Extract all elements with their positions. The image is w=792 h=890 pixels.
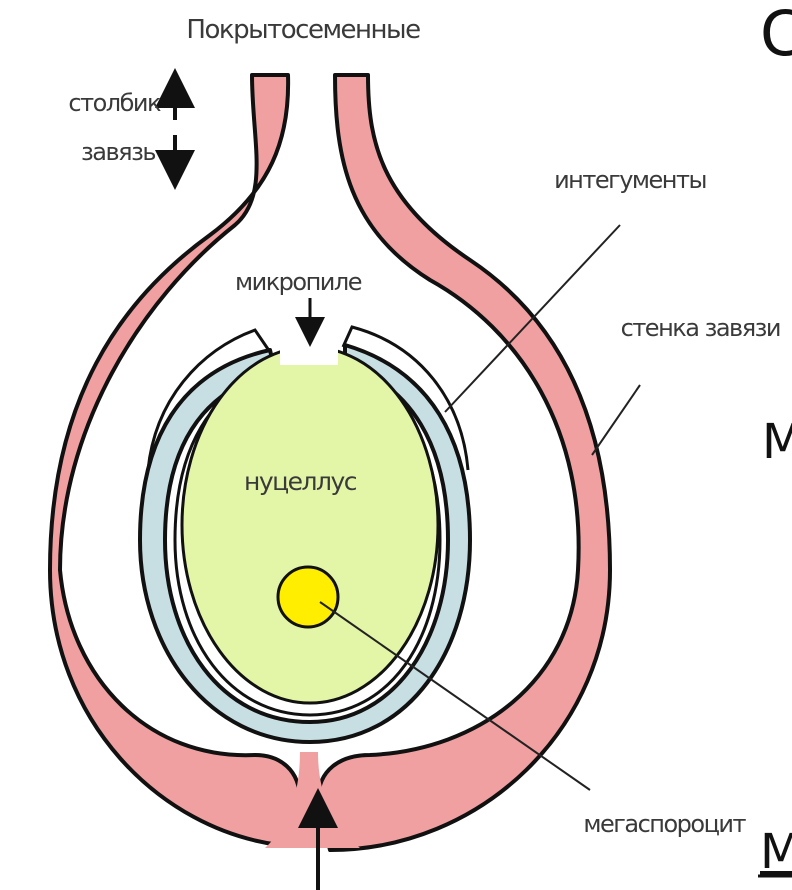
ovary-wall-pointer bbox=[592, 385, 640, 455]
nucellus bbox=[182, 347, 438, 703]
style-label: столбик bbox=[68, 89, 161, 117]
cropped-letter-top: С bbox=[760, 0, 792, 70]
megasporocyte-label: мегаспороцит bbox=[583, 810, 746, 838]
micropyle-label: микропиле bbox=[235, 268, 362, 296]
ovary-wall-label: стенка завязи bbox=[621, 314, 780, 342]
integuments-pointer bbox=[445, 225, 620, 412]
micropyle-gap bbox=[280, 345, 338, 365]
cropped-letter-mid: М bbox=[762, 414, 792, 470]
title-label: Покрытосеменные bbox=[186, 15, 420, 45]
integuments-label: интегументы bbox=[554, 166, 706, 194]
nucellus-label: нуцеллус bbox=[244, 467, 357, 496]
ovary-label: завязь bbox=[81, 138, 155, 166]
megasporocyte-cell bbox=[278, 567, 338, 627]
cropped-letter-bottom: М bbox=[760, 824, 792, 880]
